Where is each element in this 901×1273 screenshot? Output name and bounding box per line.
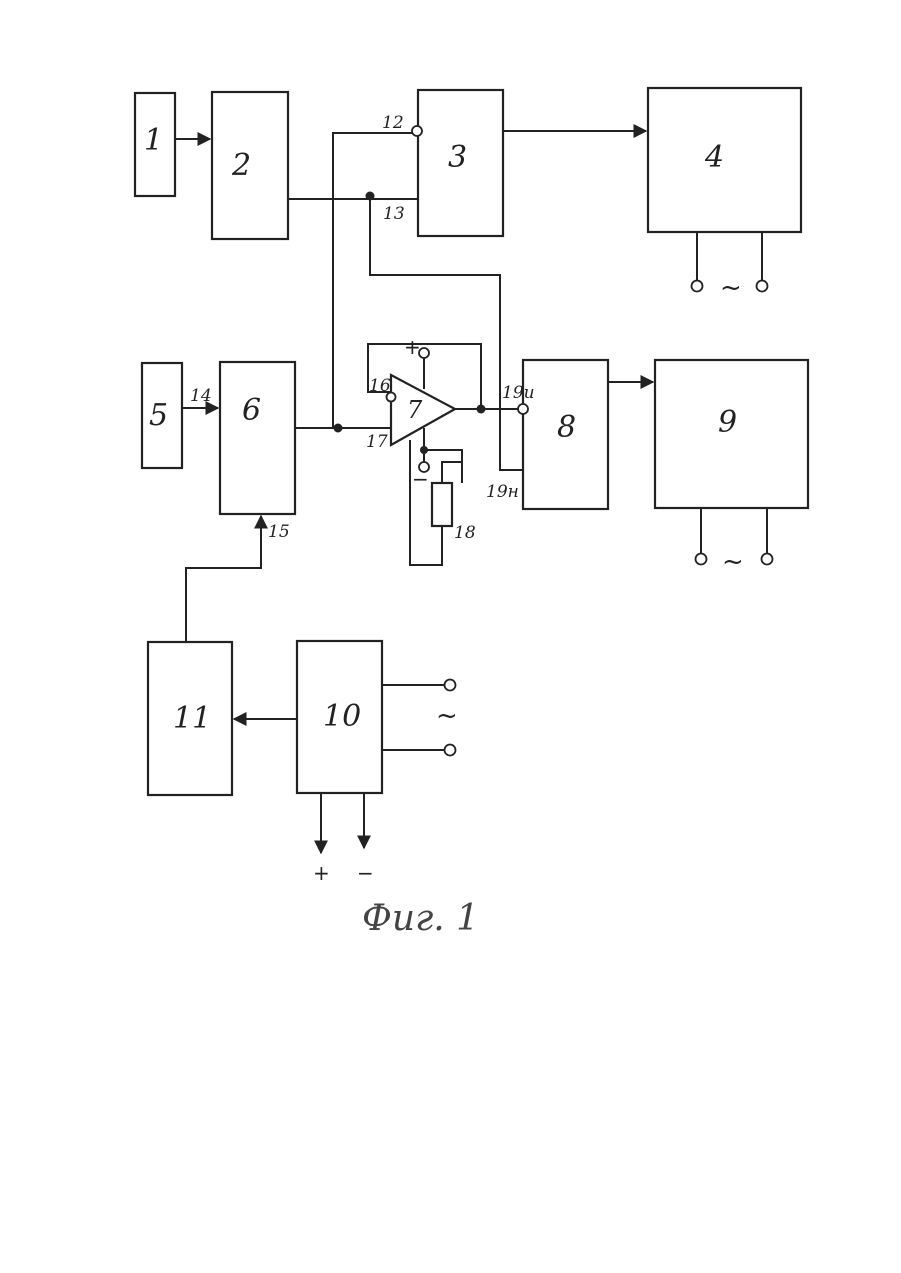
block-6: 6 xyxy=(220,362,295,514)
block-11: 11 xyxy=(148,642,232,795)
block-3-label: 3 xyxy=(448,140,467,175)
ac-symbol-4: ~ xyxy=(720,273,742,303)
block-2: 2 xyxy=(212,92,288,239)
pin-16-label: 16 xyxy=(369,376,391,396)
minus-symbol: − xyxy=(412,467,429,491)
pin-19i-label: 19и xyxy=(502,383,535,403)
pin-14-label: 14 xyxy=(190,386,212,406)
block-4-label: 4 xyxy=(704,140,724,175)
terminals xyxy=(387,126,773,756)
block-4: 4 xyxy=(648,88,801,232)
pin-19n-label: 19н xyxy=(486,482,519,502)
figure-caption: Фиг. 1 xyxy=(362,898,479,939)
ac-symbol-10: ~ xyxy=(436,701,458,731)
ac-symbol-9: ~ xyxy=(722,547,744,577)
dc-plus-symbol: + xyxy=(313,861,330,885)
block-11-label: 11 xyxy=(173,701,211,736)
pin-15-label: 15 xyxy=(268,522,290,542)
pin-17-label: 17 xyxy=(366,432,388,452)
block-1-label: 1 xyxy=(144,123,163,158)
pin-18-label: 18 xyxy=(454,523,476,543)
plus-symbol: + xyxy=(404,335,421,359)
block-10: 10 xyxy=(297,641,382,793)
block-9-label: 9 xyxy=(718,405,737,440)
block-5-label: 5 xyxy=(149,398,168,433)
block-5: 5 xyxy=(142,363,182,468)
pin-12-label: 12 xyxy=(382,113,404,133)
block-10-label: 10 xyxy=(323,699,361,734)
block-8-label: 8 xyxy=(557,410,576,445)
block-1: 1 xyxy=(135,93,175,196)
opamp-7-label: 7 xyxy=(407,396,423,424)
block-8: 8 xyxy=(523,360,608,509)
dc-minus-symbol: − xyxy=(357,861,374,885)
block-6-label: 6 xyxy=(242,393,261,428)
block-3: 3 xyxy=(418,90,503,236)
pin-13-label: 13 xyxy=(383,204,405,224)
block-2-label: 2 xyxy=(231,148,251,183)
block-9: 9 xyxy=(655,360,808,508)
